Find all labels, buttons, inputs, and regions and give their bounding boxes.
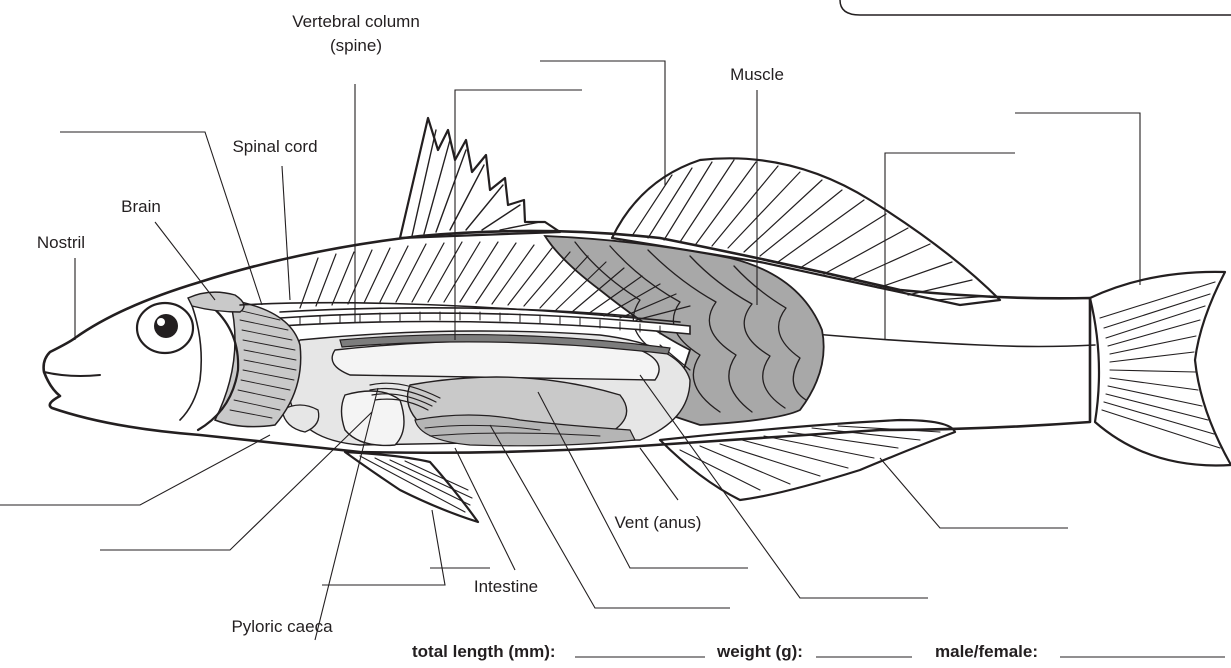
spiny-dorsal-fin — [400, 118, 560, 238]
label-intestine: Intestine — [474, 577, 538, 596]
label-brain: Brain — [121, 197, 161, 216]
label-vertebral-column-sub: (spine) — [330, 36, 382, 55]
label-spinal-cord: Spinal cord — [232, 137, 317, 156]
label-pyloric-caeca: Pyloric caeca — [231, 617, 333, 636]
pelvic-fin — [345, 452, 478, 522]
caudal-fin — [1090, 272, 1231, 466]
mouth — [44, 372, 100, 376]
label-nostril: Nostril — [37, 233, 85, 252]
label-box-edge — [840, 0, 1231, 15]
eye — [137, 303, 193, 353]
label-muscle: Muscle — [730, 65, 784, 84]
measurement-form: total length (mm): weight (g): male/fema… — [412, 642, 1225, 661]
label-total-length: total length (mm): — [412, 642, 556, 661]
heart — [282, 405, 319, 432]
label-vertebral-column: Vertebral column — [292, 12, 420, 31]
label-vent: Vent (anus) — [615, 513, 702, 532]
label-weight: weight (g): — [716, 642, 803, 661]
label-sex: male/female: — [935, 642, 1038, 661]
brain-shape — [188, 292, 244, 312]
anal-fin — [660, 420, 955, 500]
